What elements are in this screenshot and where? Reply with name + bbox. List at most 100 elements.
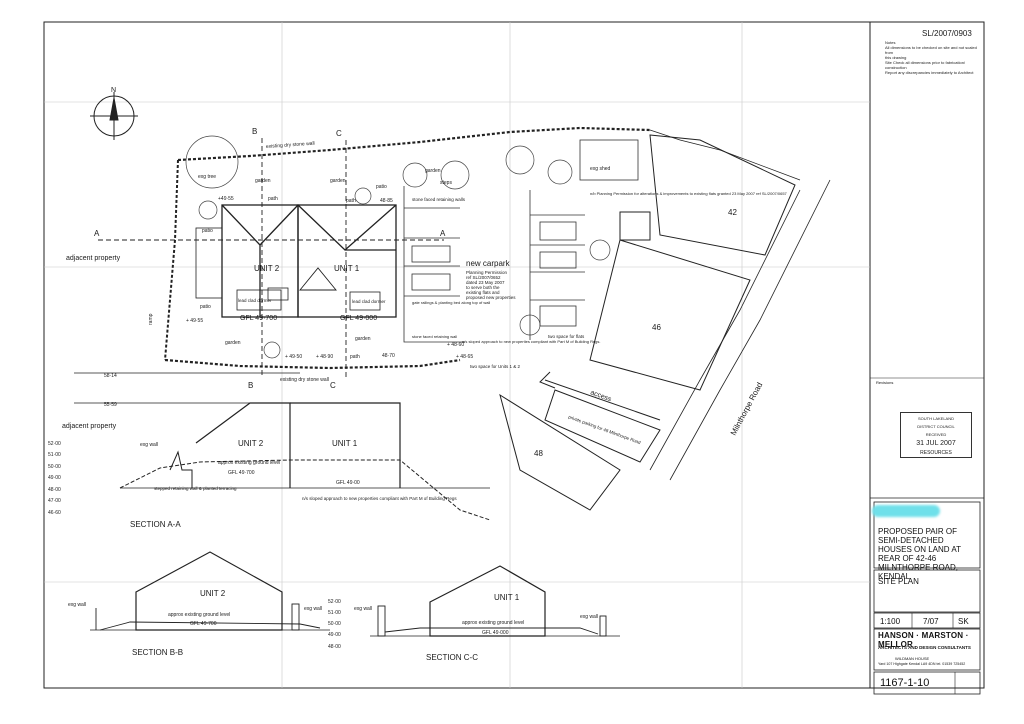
plan-patio-2: patio <box>200 304 211 310</box>
sa-level-top-1: 58·14 <box>104 373 117 379</box>
sa-level-1: 52·00 <box>48 441 61 447</box>
plan-stone-walls: stone faced retaining walls <box>412 197 466 202</box>
site-boundary <box>164 126 831 481</box>
sb-title: SECTION B-B <box>132 648 183 657</box>
sa-level-6: 47·00 <box>48 498 61 504</box>
plan-adjacent-property: adjacent property <box>66 255 121 262</box>
section-marker-b-bottom: B <box>248 381 253 390</box>
north-arrow <box>90 92 138 140</box>
plan-garden-4: garden <box>225 340 241 346</box>
sc-ground-level: approx existing ground level <box>462 620 524 626</box>
firm-subtitle: ARCHITECTS AND DESIGN CONSULTANTS <box>878 645 971 650</box>
drawn-by: SK <box>958 617 969 626</box>
project-description: PROPOSED PAIR OF SEMI-DETACHED HOUSES ON… <box>878 527 961 581</box>
plan-unit-1: UNIT 1 <box>334 264 360 273</box>
section-aa <box>74 372 491 521</box>
tree-symbols <box>185 135 611 359</box>
sc-level-4: 49·00 <box>328 632 341 638</box>
plan-path-3: path <box>350 354 360 360</box>
access-arrow <box>539 371 661 421</box>
plan-existing-wall-top: existing dry stone wall <box>266 141 315 150</box>
revisions-label: Revisions <box>876 380 894 385</box>
plan-two-spaces-units: two space for Units 1 & 2 <box>470 364 521 369</box>
drawing-notes: Notes All dimensions to be checked on si… <box>885 40 981 75</box>
plan-carpark-note-4: to serve both the <box>466 285 500 290</box>
car-park-bays <box>403 139 639 343</box>
section-marker-c-top: C <box>336 129 342 138</box>
sb-gfl: GFL 49·700 <box>190 621 217 627</box>
sc-level-3: 50·00 <box>328 621 341 627</box>
stamp-line-3: RECEIVED <box>925 432 947 437</box>
notes-line: All dimensions to be checked on site and… <box>885 45 977 55</box>
plan-road: Milnthorpe Road <box>729 381 765 437</box>
plan-gfl-1: GFL 49·000 <box>340 315 377 322</box>
section-cc <box>370 565 620 637</box>
sheet-title: SITE PLAN <box>878 577 919 586</box>
sa-level-2: 51·00 <box>48 452 61 458</box>
section-marker-a-left: A <box>94 229 100 238</box>
section-aa-labels: 58·14 55·59 adjacent property 52·00 51·0… <box>48 373 457 529</box>
notes-line: this drawing <box>885 55 907 60</box>
sa-gfl-2: GFL 49·700 <box>228 470 255 476</box>
firm-name: HANSON · MARSTON · MELLOR <box>878 631 969 649</box>
plan-labels: adjacent property existing dry stone wal… <box>66 141 788 458</box>
stamp-dept: RESOURCES <box>920 450 952 456</box>
plan-carpark-note-3: dated 23 May 2007 <box>466 280 505 285</box>
fold-lines <box>44 22 870 688</box>
sb-ground-level: approx existing ground level <box>168 612 230 618</box>
sb-unit: UNIT 2 <box>200 589 226 598</box>
sc-existing-wall-right: exg wall <box>580 614 598 620</box>
drawing-frame <box>43 21 985 695</box>
plan-level-4955-bottom: + 49·55 <box>186 318 203 324</box>
stamp-line-1: SOUTH LAKELAND <box>917 416 954 421</box>
sa-unit-1: UNIT 1 <box>332 439 358 448</box>
sa-level-top-2: 55·59 <box>104 402 117 408</box>
plan-carpark-note-1: Planning Permission <box>466 270 508 275</box>
plan-patio-1: patio <box>202 228 213 234</box>
sa-unit-2: UNIT 2 <box>238 439 264 448</box>
plan-stone-wall: stone faced retaining wall <box>412 334 457 339</box>
plan-steps: steps <box>440 180 452 186</box>
sa-existing-wall: exg wall <box>140 442 158 448</box>
plan-garden-1: garden <box>255 178 271 184</box>
plan-level-4870: 48·70 <box>382 353 395 359</box>
section-marker-c-bottom: C <box>330 381 336 390</box>
sa-level-5: 48·00 <box>48 487 61 493</box>
plan-garden-3: garden <box>425 168 441 174</box>
sc-existing-wall-left: exg wall <box>354 606 372 612</box>
plan-existing-wall-bottom: existing dry stone wall <box>280 377 329 383</box>
plan-carpark-title: new carpark <box>466 259 511 268</box>
section-bb <box>90 551 330 631</box>
notes-line: Site Check all dimensions prior to fabri… <box>885 60 966 65</box>
plan-level-4955-top: +49·55 <box>218 196 234 202</box>
plan-unit-2: UNIT 2 <box>254 264 280 273</box>
plan-gate-railings: gate railings & planting bed along top o… <box>412 300 490 305</box>
sa-level-3: 50·00 <box>48 464 61 470</box>
north-label: N <box>111 87 116 94</box>
plan-building-46: 46 <box>652 323 661 332</box>
sa-gfl-1: GFL 49·00 <box>336 480 360 486</box>
plan-level-4850: + 49·50 <box>285 354 302 360</box>
sb-existing-wall-right: exg wall <box>304 606 322 612</box>
plan-building-48: 48 <box>534 449 543 458</box>
sa-level-7: 46·60 <box>48 510 61 516</box>
stamp-date: 31 JUL 2007 <box>916 440 956 447</box>
sc-level-5: 48·00 <box>328 644 341 650</box>
plan-carpark-note-5: existing flats and <box>466 290 500 295</box>
sa-adjacent-property: adjacent property <box>62 423 117 430</box>
redaction-mark <box>872 505 940 517</box>
unit-1-plan <box>297 204 397 318</box>
section-marker-b-top: B <box>252 127 257 136</box>
plan-ramp: ramp <box>148 313 154 325</box>
section-lines <box>98 138 444 378</box>
sa-retaining-wall: stepped retaining wall & planted terraci… <box>154 486 237 491</box>
plan-existing-tree: exg tree <box>198 174 216 180</box>
sb-existing-wall: exg wall <box>68 602 86 608</box>
plan-garden-5: garden <box>355 336 371 342</box>
firm-address-line-2: Yard 107 Highgate Kendal LA9 4DN tel. 01… <box>878 662 966 666</box>
plan-level-4865: + 48·65 <box>456 354 473 360</box>
sc-level-2: 51·00 <box>328 610 341 616</box>
notes-line: Notes <box>885 40 896 45</box>
plan-gfl-2: GFL 49·700 <box>240 315 277 322</box>
